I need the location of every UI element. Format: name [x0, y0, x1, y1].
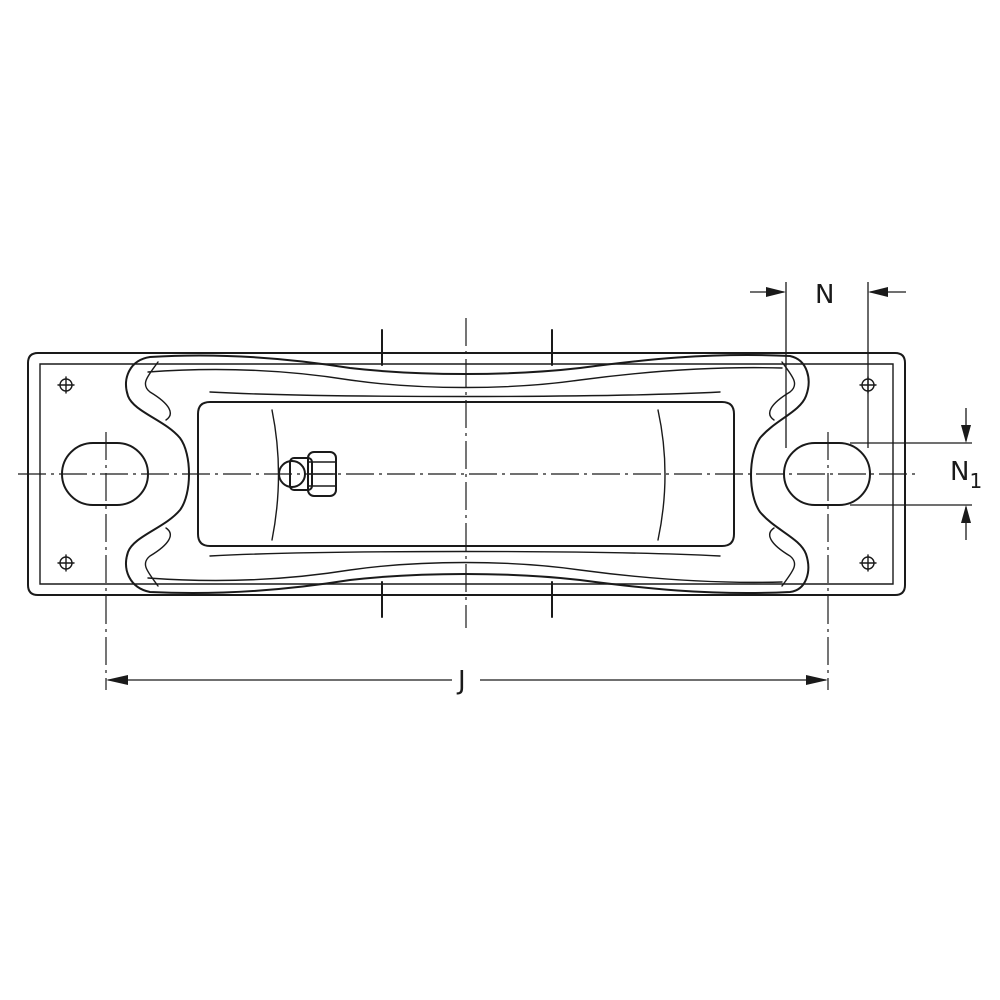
- inner-window: [197, 391, 735, 557]
- dimension-n: N: [750, 280, 906, 448]
- housing-body: [125, 353, 810, 595]
- dowel-marks: [57, 376, 877, 572]
- dowel-top-left: [57, 376, 75, 394]
- dowel-bottom-left: [57, 554, 75, 572]
- dimension-label-n: N: [815, 280, 834, 310]
- centre-lines: [18, 318, 918, 690]
- section-ticks: [381, 329, 553, 618]
- dimension-label-n1: N1: [950, 457, 982, 493]
- dimension-j: J: [106, 666, 828, 696]
- dimension-label-j: J: [456, 666, 466, 696]
- dowel-bottom-right: [859, 554, 877, 572]
- dimension-n1: N1: [850, 408, 982, 540]
